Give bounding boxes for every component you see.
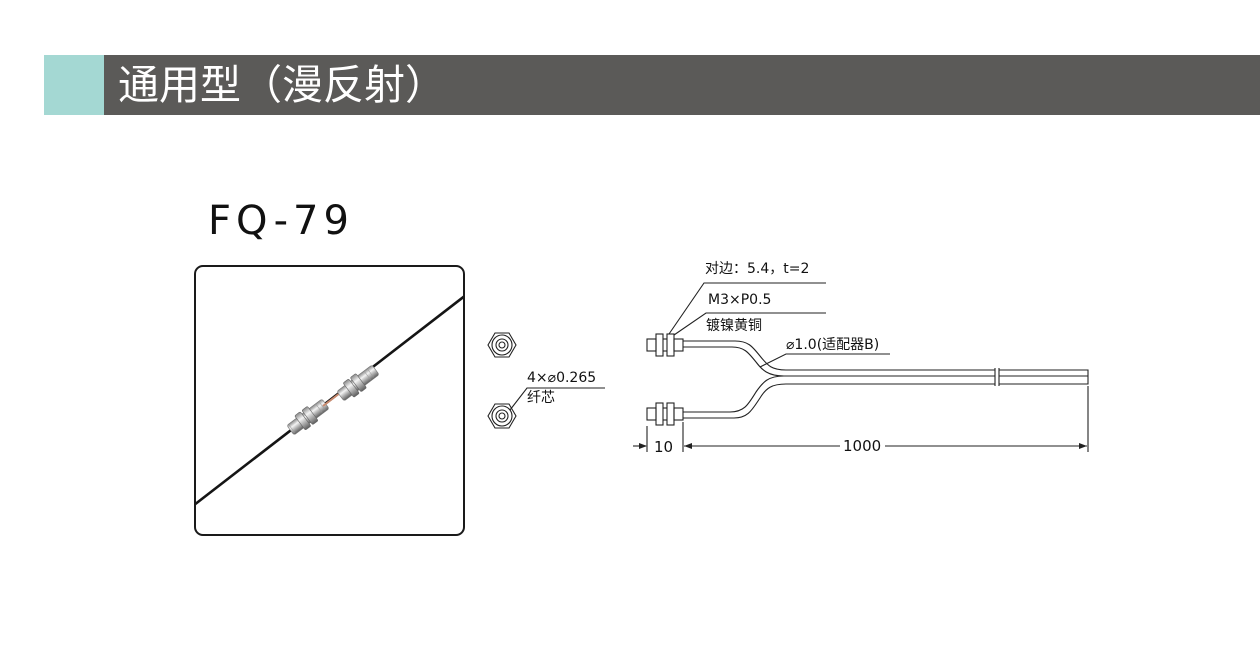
core-name-label: 纤芯 [527, 390, 555, 406]
product-photo [194, 265, 465, 536]
header-accent-block [44, 55, 104, 115]
cable-length-dimension: 1000 [840, 438, 885, 454]
hex-nut-icon [487, 332, 517, 358]
thread-spec-label: M3×P0.5 [708, 292, 772, 308]
fiber-end-icon [487, 403, 517, 429]
model-name: FQ-79 [208, 198, 354, 244]
head-length-dimension: 10 [651, 439, 677, 455]
material-label: 镀镍黄铜 [706, 318, 762, 334]
cable-spec-label: ⌀1.0(适配器B) [786, 337, 880, 353]
nut-spec-label: 对边：5.4，t=2 [705, 261, 810, 277]
lower-head [646, 402, 684, 426]
upper-head [646, 333, 684, 357]
core-spec-label: 4×⌀0.265 [527, 370, 597, 386]
section-header: 通用型（漫反射） [44, 55, 1260, 115]
fiber-sensor-photo-icon [196, 295, 463, 506]
section-title: 通用型（漫反射） [118, 61, 446, 109]
